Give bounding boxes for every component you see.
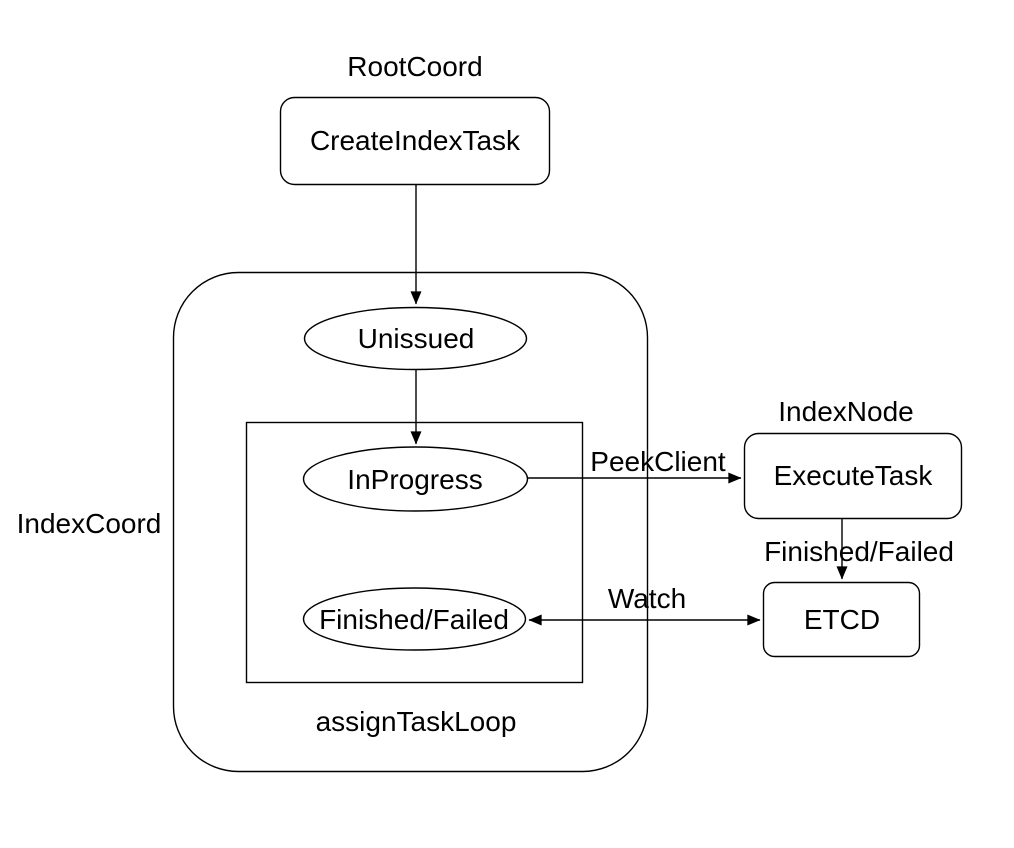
etcd-label: ETCD [804,604,880,635]
finished-failed-ellipse [302,587,527,651]
edge-labels: PeekClient Finished/Failed Watch [590,446,954,614]
create-index-task-box [279,96,551,186]
node-index-node: IndexNode ExecuteTask [743,396,963,520]
unissued-ellipse [303,306,528,371]
root-coord-label: RootCoord [347,51,482,82]
peek-client-edge-label: PeekClient [590,446,726,477]
node-in-progress: InProgress [302,446,529,512]
in-progress-ellipse [302,446,529,512]
finished-failed-label: Finished/Failed [319,604,509,635]
watch-edge-label: Watch [608,583,686,614]
index-node-label: IndexNode [778,396,913,427]
execute-task-label: ExecuteTask [774,460,934,491]
node-unissued: Unissued [303,306,528,371]
node-finished-failed: Finished/Failed [302,587,527,651]
assign-task-loop-label: assignTaskLoop [316,706,517,737]
index-coord-label: IndexCoord [17,508,162,539]
unissued-label: Unissued [358,323,475,354]
create-index-task-label: CreateIndexTask [310,125,521,156]
in-progress-label: InProgress [347,464,482,495]
execute-task-box [743,432,963,520]
finished-failed-edge-label: Finished/Failed [764,536,954,567]
node-etcd: ETCD [762,581,921,658]
node-root-coord: RootCoord CreateIndexTask [279,51,551,186]
etcd-box [762,581,921,658]
edges [410,185,848,626]
